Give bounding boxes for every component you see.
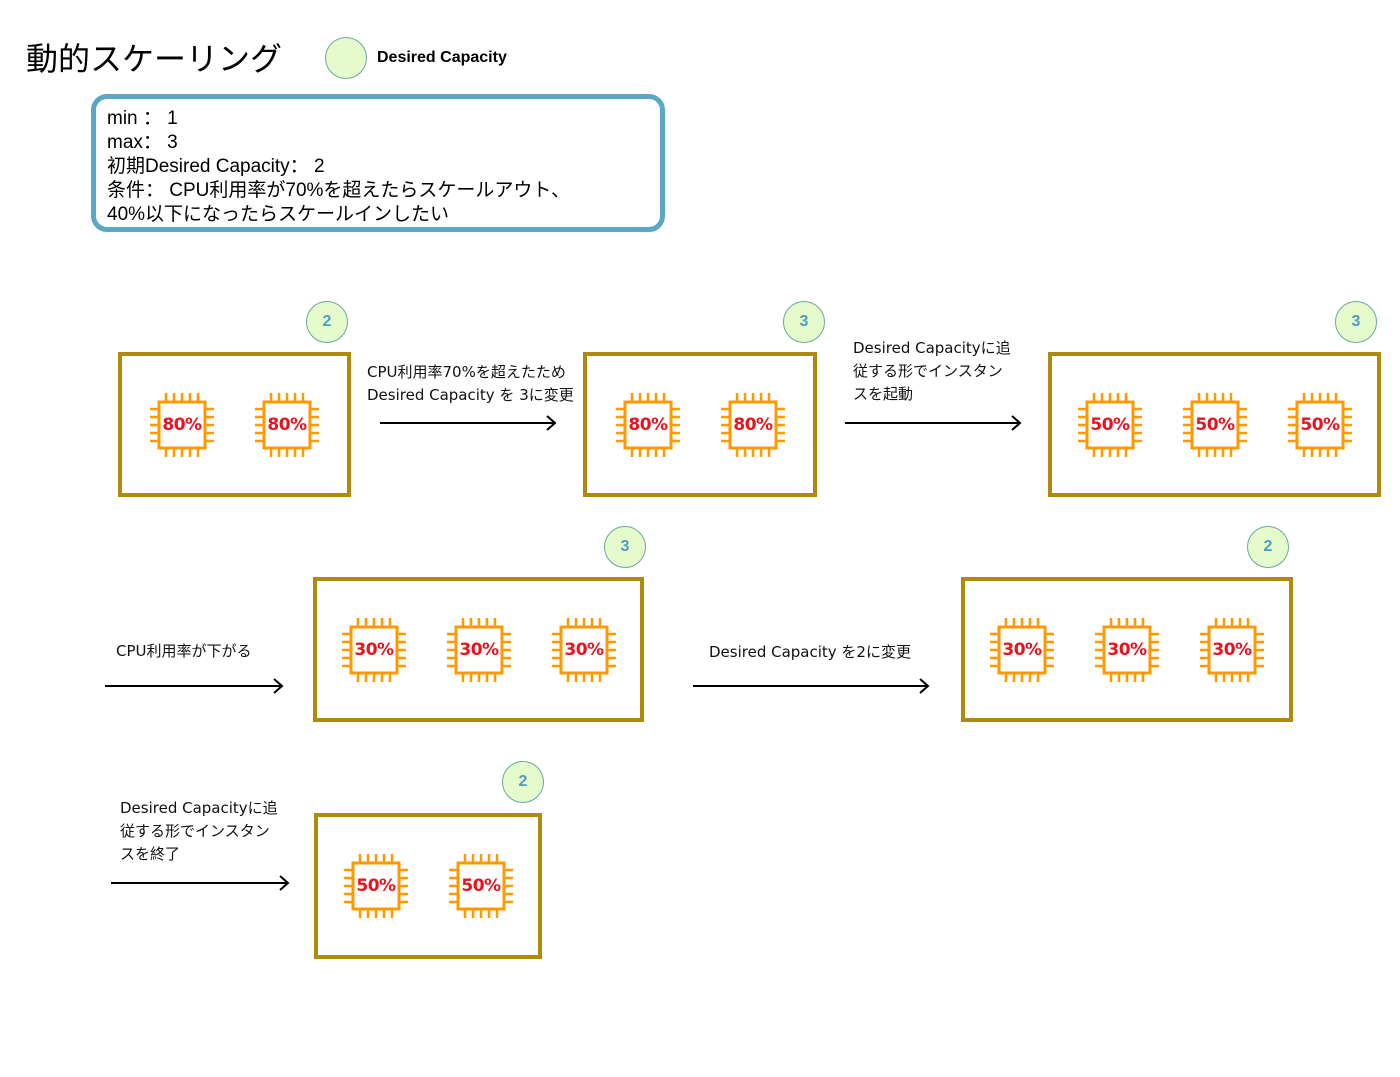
ec2-instance: 30% — [551, 617, 617, 683]
transition-label-line: Desired Capacityに追 — [853, 339, 1011, 357]
cpu-chip-icon — [1078, 393, 1142, 457]
auto-scaling-group: 50% 50% — [314, 813, 542, 959]
cpu-utilization-label: 80% — [733, 415, 773, 435]
ec2-instance: 50% — [343, 853, 409, 919]
cpu-chip-icon — [552, 618, 616, 682]
cpu-chip-icon — [342, 618, 406, 682]
cpu-chip-icon — [721, 393, 785, 457]
transition-label: Desired Capacityに追 従する形でインスタン スを終了 — [120, 797, 278, 866]
cpu-chip-icon — [344, 854, 408, 918]
cpu-chip-icon — [447, 618, 511, 682]
arrow-right-icon — [380, 415, 557, 431]
cpu-chip-icon — [1200, 618, 1264, 682]
desired-capacity-badge: 3 — [604, 526, 646, 568]
cpu-utilization-label: 30% — [1107, 640, 1147, 660]
cpu-utilization-label: 80% — [628, 415, 668, 435]
cpu-chip-icon — [990, 618, 1054, 682]
cpu-utilization-label: 80% — [162, 415, 202, 435]
cpu-utilization-label: 50% — [1195, 415, 1235, 435]
ec2-instance: 80% — [615, 392, 681, 458]
cpu-chip-icon — [1183, 393, 1247, 457]
transition-label-line: 従する形でインスタン — [120, 822, 270, 840]
ec2-instance: 50% — [1287, 392, 1353, 458]
page-title: 動的スケーリング — [26, 40, 283, 78]
ec2-instance: 30% — [446, 617, 512, 683]
ec2-instance: 50% — [1077, 392, 1143, 458]
cpu-utilization-label: 30% — [354, 640, 394, 660]
arrow-right-icon — [105, 678, 284, 694]
transition-label: Desired Capacityに追 従する形でインスタン スを起動 — [853, 337, 1011, 406]
auto-scaling-group: 50% 50% 50% — [1048, 352, 1381, 497]
transition-label: CPU利用率70%を超えたため Desired Capacity を 3に変更 — [367, 361, 574, 407]
cpu-chip-icon — [1095, 618, 1159, 682]
min-setting: min ： 1 — [107, 108, 178, 129]
cpu-utilization-label: 30% — [564, 640, 604, 660]
transition-label-line: 従する形でインスタン — [853, 362, 1003, 380]
ec2-instance: 80% — [149, 392, 215, 458]
cpu-chip-icon — [255, 393, 319, 457]
initial-desired-capacity: 初期Desired Capacity： 2 — [107, 156, 325, 177]
cpu-chip-icon — [1288, 393, 1352, 457]
ec2-instance: 30% — [989, 617, 1055, 683]
desired-capacity-badge: 2 — [1247, 526, 1289, 568]
cpu-utilization-label: 30% — [1212, 640, 1252, 660]
legend-label: Desired Capacity — [377, 49, 507, 66]
condition-line-2: 40%以下になったらスケールインしたい — [107, 204, 450, 225]
legend-desired-capacity-icon — [325, 37, 367, 79]
arrow-right-icon — [111, 875, 290, 891]
desired-capacity-badge: 2 — [306, 301, 348, 343]
cpu-utilization-label: 50% — [461, 876, 501, 896]
transition-label-line: スを終了 — [120, 845, 181, 863]
ec2-instance: 80% — [720, 392, 786, 458]
transition-label-line: Desired Capacity を 3に変更 — [367, 386, 574, 404]
ec2-instance: 30% — [341, 617, 407, 683]
cpu-utilization-label: 50% — [356, 876, 396, 896]
arrow-right-icon — [693, 678, 930, 694]
cpu-utilization-label: 80% — [267, 415, 307, 435]
desired-capacity-badge: 3 — [783, 301, 825, 343]
transition-label-line: CPU利用率70%を超えたため — [367, 363, 566, 381]
auto-scaling-group: 30% 30% 30% — [961, 577, 1293, 722]
cpu-utilization-label: 50% — [1300, 415, 1340, 435]
ec2-instance: 50% — [1182, 392, 1248, 458]
conditions-box: min ： 1 max： 3 初期Desired Capacity： 2 条件：… — [91, 94, 665, 232]
desired-capacity-badge: 2 — [502, 761, 544, 803]
transition-label-line: Desired Capacityに追 — [120, 799, 278, 817]
ec2-instance: 50% — [448, 853, 514, 919]
ec2-instance: 80% — [254, 392, 320, 458]
transition-label-line: スを起動 — [853, 385, 914, 403]
cpu-utilization-label: 30% — [459, 640, 499, 660]
cpu-utilization-label: 50% — [1090, 415, 1130, 435]
max-setting: max： 3 — [107, 132, 178, 153]
desired-capacity-badge: 3 — [1335, 301, 1377, 343]
auto-scaling-group: 30% 30% 30% — [313, 577, 644, 722]
cpu-utilization-label: 30% — [1002, 640, 1042, 660]
transition-label: Desired Capacity を2に変更 — [709, 641, 911, 664]
auto-scaling-group: 80% 80% — [118, 352, 351, 497]
transition-label-line: Desired Capacity を2に変更 — [709, 643, 911, 661]
ec2-instance: 30% — [1094, 617, 1160, 683]
transition-label: CPU利用率が下がる — [116, 640, 252, 663]
cpu-chip-icon — [150, 393, 214, 457]
condition-line-1: 条件： CPU利用率が70%を超えたらスケールアウト、 — [107, 180, 571, 201]
auto-scaling-group: 80% 80% — [583, 352, 817, 497]
arrow-right-icon — [845, 415, 1022, 431]
cpu-chip-icon — [616, 393, 680, 457]
cpu-chip-icon — [449, 854, 513, 918]
transition-label-line: CPU利用率が下がる — [116, 642, 252, 660]
ec2-instance: 30% — [1199, 617, 1265, 683]
